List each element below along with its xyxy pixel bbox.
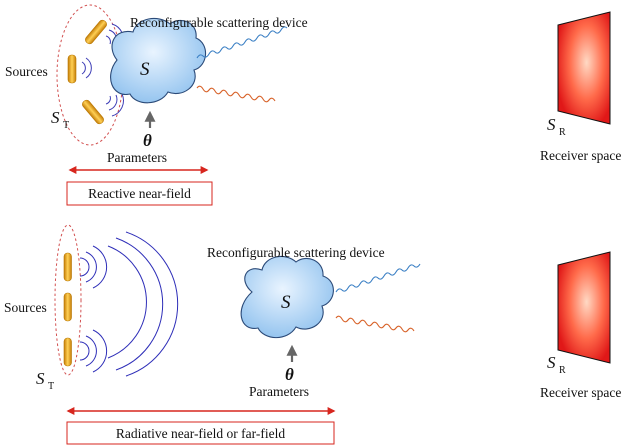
svg-text:T: T [63,120,69,131]
bottom-scatterer-symbol: S [281,292,291,313]
top-region-label: Reactive near-field [88,186,191,201]
top-region-box [66,181,213,206]
bottom-emission-arcs [79,231,179,377]
bottom-ray-blue [335,263,421,293]
bottom-antenna-3 [63,337,72,367]
svg-text:R: R [559,127,566,138]
top-ray-orange [196,85,276,103]
bottom-device-label: Reconfigurable scattering device [207,245,385,260]
bottom-sources-label: Sources [4,300,47,315]
top-antenna-3 [82,99,104,125]
bottom-ray-orange [335,315,415,333]
bottom-region-box [66,421,335,445]
bottom-antenna-1 [63,252,72,282]
bottom-receiver-panel [557,251,611,364]
bottom-antenna-2 [63,292,72,322]
top-receiver-panel [557,11,611,125]
top-parameters-label: Parameters [107,150,167,165]
svg-text:R: R [559,365,566,376]
top-antenna-2 [67,54,77,84]
svg-text:S: S [36,369,45,388]
bottom-transmitter-region [54,224,82,376]
top-device-label: Reconfigurable scattering device [130,15,308,30]
svg-text:S: S [51,108,60,127]
bottom-receiver-label: Receiver space [540,385,621,400]
bottom-parameters-label: Parameters [249,384,309,399]
bottom-theta-symbol: θ [285,365,294,384]
bottom-transmitter-symbol: S T [36,369,54,392]
top-panel: S θ Parameters Sources Reconfigurable sc… [5,4,621,206]
top-scatterer-symbol: S [140,59,150,80]
top-transmitter-symbol: S T [51,108,69,131]
top-receiver-label: Receiver space [540,148,621,163]
top-antenna-1 [85,19,107,45]
bottom-scatterer-cloud [240,255,334,339]
bottom-panel: S θ Parameters Sources Reconfigurable sc… [4,224,621,445]
top-scatterer-cloud [110,17,207,104]
bottom-region-label: Radiative near-field or far-field [116,426,285,441]
top-receiver-symbol: S R [547,115,566,138]
svg-text:S: S [547,115,556,134]
bottom-receiver-symbol: S R [547,353,566,376]
top-theta-symbol: θ [143,131,152,150]
top-ray-blue [196,26,288,59]
top-sources-label: Sources [5,64,48,79]
svg-text:S: S [547,353,556,372]
svg-text:T: T [48,381,54,392]
